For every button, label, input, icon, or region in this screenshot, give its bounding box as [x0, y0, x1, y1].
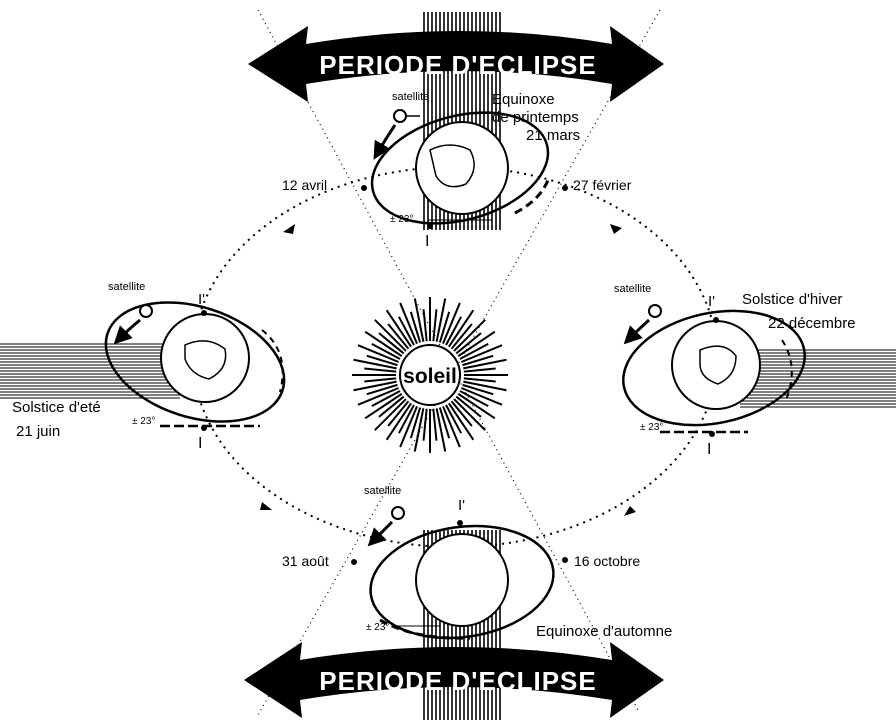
bottom-eclipse-banner: PERIODE D'ECLIPSE [244, 642, 664, 718]
position-top: satellite Equinoxe de printemps 21 mars … [360, 91, 581, 250]
left-node-prime-label: I' [198, 291, 205, 308]
left-node-label: I [198, 435, 202, 452]
top-angle-label: ± 23° [390, 214, 413, 225]
top-event-line1: Equinoxe [492, 91, 555, 108]
sun-ray [433, 309, 436, 341]
top-event-line3: 21 mars [526, 127, 580, 144]
left-event-line1: Solstice d'eté [12, 399, 101, 416]
position-bottom: satellite I' Equinoxe d'automne 23 sept.… [363, 485, 672, 664]
left-angle-label: ± 23° [132, 416, 155, 427]
sun-ray [375, 320, 406, 351]
sun-ray [424, 309, 427, 341]
top-node-label: I [425, 233, 429, 250]
sun-ray [454, 320, 485, 351]
top-earth [416, 122, 508, 214]
right-node-label: I [707, 441, 711, 458]
sun-ray [353, 360, 396, 369]
bottom-banner-label: PERIODE D'ECLIPSE [319, 666, 596, 696]
right-node-prime-label: I' [708, 293, 715, 310]
right-event-line1: Solstice d'hiver [742, 291, 842, 308]
sun-ray [454, 399, 485, 430]
sun-ray [375, 399, 406, 430]
bottom-event-line2: 23 sept. [490, 647, 543, 664]
bottom-node-prime-label: I' [458, 497, 465, 514]
sun-ray [415, 298, 424, 341]
top-satellite-label: satellite [392, 91, 429, 103]
position-left: satellite I' Solstice d'eté 21 juin ± 23… [12, 281, 299, 452]
left-satellite-icon [140, 305, 152, 317]
date-31-august: 31 août [282, 553, 329, 569]
date-16-october: 16 octobre [574, 553, 640, 569]
sun-ray [364, 378, 396, 381]
bottom-satellite-label: satellite [364, 485, 401, 497]
right-satellite-icon [649, 305, 661, 317]
left-event-line2: 21 juin [16, 423, 60, 440]
sun-ray [433, 409, 436, 441]
sun-ray [463, 382, 506, 391]
right-earth [672, 321, 760, 409]
top-satellite-icon [394, 110, 406, 122]
sun-ray [464, 378, 496, 381]
bottom-event-line1: Equinoxe d'automne [536, 623, 672, 640]
top-banner-label: PERIODE D'ECLIPSE [319, 50, 596, 80]
top-event-line2: de printemps [492, 109, 579, 126]
sun-ray [364, 369, 396, 372]
right-angle-label: ± 23° [640, 422, 663, 433]
sun-ray [463, 360, 506, 369]
sun-ray [437, 298, 446, 341]
date-12-april: 12 avril [282, 177, 327, 193]
sun-ray [415, 408, 424, 451]
bottom-angle-label: ± 23° [366, 622, 389, 633]
left-earth [161, 314, 249, 402]
right-event-line2: 22 décembre [768, 315, 856, 332]
sunlight-hatching-left [0, 344, 180, 398]
right-satellite-label: satellite [614, 283, 651, 295]
sunlight-hatching-right [740, 350, 896, 407]
sun-ray [424, 409, 427, 441]
bottom-satellite-icon [392, 507, 404, 519]
bottom-earth [416, 534, 508, 626]
sun-ray [464, 369, 496, 372]
left-satellite-label: satellite [108, 281, 145, 293]
date-27-february: 27 février [573, 177, 632, 193]
sun-label: soleil [403, 365, 457, 388]
sun-ray [353, 382, 396, 391]
sun-ray [437, 408, 446, 451]
